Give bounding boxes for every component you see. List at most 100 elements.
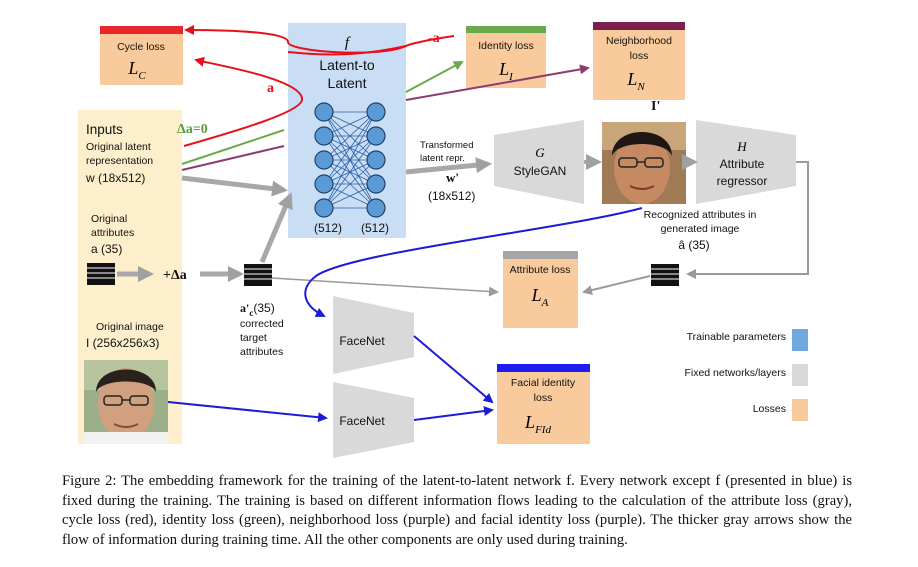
stylegan-block <box>494 120 584 204</box>
attribute-loss-box: Attribute loss LA <box>503 251 578 328</box>
arrow-cycle-a2 <box>287 45 407 56</box>
facial-identity-loss-bar <box>497 364 590 372</box>
facenet-top-block <box>333 296 414 374</box>
nn-connection <box>323 159 377 209</box>
nn-neuron <box>314 102 334 122</box>
nn-neuron <box>366 174 386 194</box>
latent-network-box <box>288 23 406 238</box>
recognized-label-1: Recognized attributes in <box>644 209 757 221</box>
arrow-original-to-facenet <box>167 401 328 423</box>
facenet-bottom-block <box>333 382 414 458</box>
neighborhood-loss-label-2: loss <box>630 50 649 62</box>
latent-label-2: representation <box>86 155 153 167</box>
regressor-label-2: regressor <box>717 174 768 188</box>
cycle-loss-bar <box>100 26 183 34</box>
arrow-cycle-a <box>183 56 304 147</box>
arrow-facenet-bottom-to-loss <box>413 406 494 421</box>
regressor-symbol: H <box>736 139 747 154</box>
nn-neuron <box>314 150 334 170</box>
latent-in-dim: (512) <box>314 221 342 235</box>
nn-neuron <box>366 126 386 146</box>
facial-identity-loss-box: Facial identity loss LFId <box>497 364 590 444</box>
corrected-symbol: a'c(35) <box>240 301 275 318</box>
arrow-corrected-to-attr-loss <box>271 277 499 297</box>
latent-var: w (18x512) <box>85 171 145 185</box>
image-label: Original image <box>96 321 164 333</box>
cycle-loss-symbol: LC <box>127 58 146 82</box>
stylegan-label: StyleGAN <box>514 164 567 178</box>
corrected-attributes-icon <box>244 264 272 286</box>
cycle-a-label: a <box>267 81 274 96</box>
attribute-regressor-block <box>696 120 796 204</box>
nn-connection <box>323 111 377 185</box>
nn-connection <box>323 135 377 209</box>
plus-delta-label: +Δa <box>163 268 187 283</box>
inputs-title: Inputs <box>86 122 123 137</box>
transformed-label-1: Transformed <box>420 140 474 151</box>
nn-neuron <box>366 102 386 122</box>
transformed-var: w' <box>446 170 459 185</box>
generated-image-label: I' <box>651 99 660 114</box>
corrected-label-2: target <box>240 332 267 344</box>
legend-fixed-swatch <box>792 364 808 386</box>
cycle-loss-box: Cycle loss LC <box>100 26 183 85</box>
nn-connection <box>323 111 377 209</box>
attribute-loss-symbol: LA <box>531 285 549 309</box>
nn-neuron <box>314 198 334 218</box>
neighborhood-loss-symbol: LN <box>626 69 645 93</box>
facial-identity-loss-label-2: loss <box>534 392 553 404</box>
identity-loss-symbol: LI <box>498 59 514 83</box>
neighborhood-loss-label-1: Neighborhood <box>606 35 672 47</box>
original-attributes-icon <box>87 263 115 285</box>
attr-label-1: Original <box>91 213 127 225</box>
arrow-neighborhood-2 <box>405 64 590 101</box>
arrow-corrected-to-latent <box>259 192 293 263</box>
arrow-recognized-to-attr-loss <box>582 275 651 295</box>
arrow-latent-to-stylegan <box>405 157 492 175</box>
recognized-var: â (35) <box>678 238 709 252</box>
image-var: I (256x256x3) <box>86 336 159 350</box>
figure-caption: Figure 2: The embedding framework for th… <box>62 473 852 548</box>
identity-loss-box: Identity loss LI <box>466 26 546 88</box>
legend-trainable-swatch <box>792 329 808 351</box>
latent-network-title-2: Latent <box>328 75 367 91</box>
latent-network-symbol: f <box>345 35 351 51</box>
legend-trainable-label: Trainable parameters <box>687 331 786 343</box>
neighborhood-loss-box: Neighborhood loss LN <box>593 22 685 100</box>
regressor-label-1: Attribute <box>720 157 765 171</box>
latent-network-title-1: Latent-to <box>319 57 374 73</box>
attribute-loss-bar <box>503 251 578 259</box>
cycle-loss-label: Cycle loss <box>117 41 165 53</box>
nn-connection <box>323 111 377 161</box>
legend-losses-swatch <box>792 399 808 421</box>
transformed-label-2: latent repr. <box>420 153 465 164</box>
generated-face-image <box>602 122 686 204</box>
attr-var: a (35) <box>91 242 122 256</box>
arrow-identity-1 <box>181 129 285 165</box>
recognized-attributes-icon <box>651 264 679 286</box>
latent-label-1: Original latent <box>86 141 151 153</box>
attribute-loss-label: Attribute loss <box>510 264 571 276</box>
arrow-cycle-neg-a <box>184 25 455 54</box>
stylegan-symbol: G <box>535 145 545 160</box>
original-face-image <box>84 360 168 444</box>
facenet-top-label: FaceNet <box>339 334 385 348</box>
legend: Trainable parameters Fixed networks/laye… <box>684 329 808 421</box>
neural-network-graphic <box>314 102 386 218</box>
nn-neuron <box>366 150 386 170</box>
nn-neuron <box>314 174 334 194</box>
legend-fixed-label: Fixed networks/layers <box>684 367 786 379</box>
arrow-w-to-latent <box>181 175 288 197</box>
facial-identity-loss-label-1: Facial identity <box>511 377 576 389</box>
corrected-label-1: corrected <box>240 318 284 330</box>
facial-identity-loss-symbol: LFId <box>524 412 551 436</box>
arrow-facenet-top-to-loss <box>413 335 494 404</box>
transformed-dim: (18x512) <box>428 189 475 203</box>
corrected-label-3: attributes <box>240 346 283 358</box>
cycle-neg-a-label: -a <box>428 31 440 46</box>
arrow-identity-2 <box>405 61 464 93</box>
delta-zero-label: Δa=0 <box>177 122 208 137</box>
neighborhood-loss-bar <box>593 22 685 30</box>
identity-loss-label: Identity loss <box>478 40 533 52</box>
nn-neuron <box>314 126 334 146</box>
